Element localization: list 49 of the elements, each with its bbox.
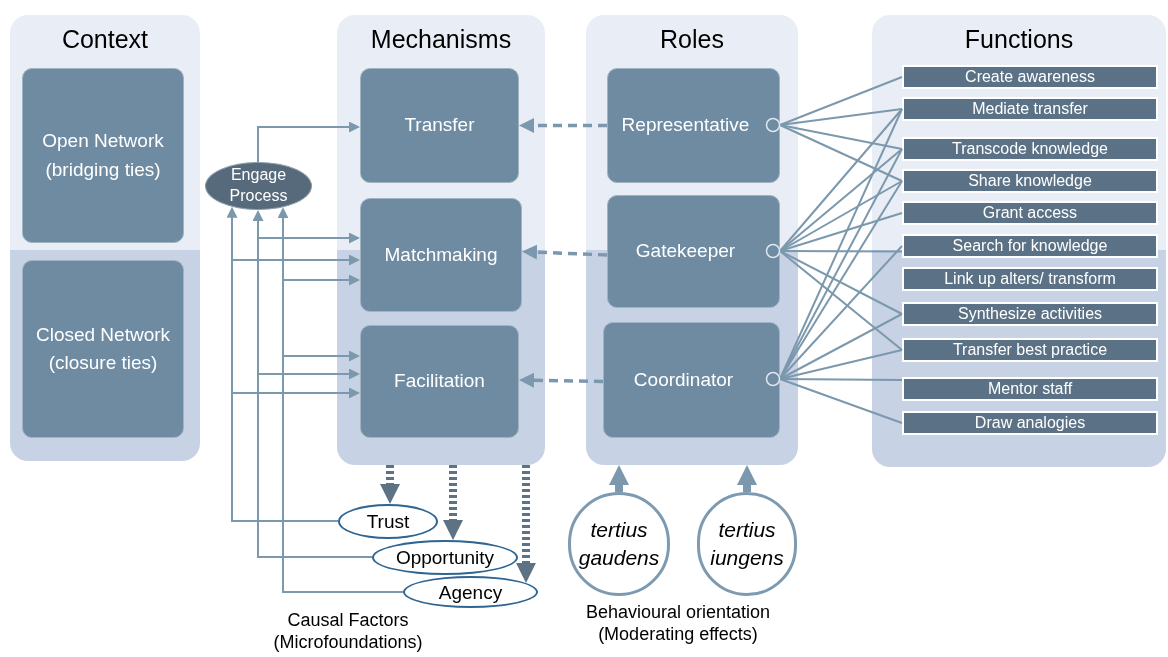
process-box: Matchmaking bbox=[360, 198, 522, 312]
process-box: Open Network (bridging ties) bbox=[22, 68, 184, 243]
connector-line bbox=[779, 378, 903, 424]
function-box: Mediate transfer bbox=[902, 97, 1158, 121]
role-box: Coordinator bbox=[603, 322, 780, 438]
function-box: Create awareness bbox=[902, 65, 1158, 89]
function-box: Mentor staff bbox=[902, 377, 1158, 401]
block-arrow bbox=[516, 465, 536, 583]
function-box: Link up alters/ transform bbox=[902, 267, 1158, 291]
dashed-arrow bbox=[519, 118, 607, 133]
connector-line bbox=[779, 124, 903, 182]
panel bbox=[872, 15, 1166, 467]
factor-ellipse: Opportunity bbox=[372, 540, 518, 575]
connector-line bbox=[779, 124, 903, 150]
panel-heading: Roles bbox=[659, 24, 725, 55]
caption-text: Behavioural orientation (Moderating effects) bbox=[584, 602, 772, 646]
role-box: Representative bbox=[607, 68, 780, 183]
block-arrow bbox=[380, 465, 400, 504]
factor-ellipse: Trust bbox=[338, 504, 438, 539]
dashed-arrow bbox=[522, 244, 608, 260]
panel bbox=[586, 15, 798, 465]
panel-heading: Mechanisms bbox=[369, 24, 513, 55]
function-box: Synthesize activities bbox=[902, 302, 1158, 326]
block-arrow bbox=[443, 465, 463, 541]
function-box: Transcode knowledge bbox=[902, 137, 1158, 161]
caption-text: Causal Factors (Microfoundations) bbox=[272, 610, 424, 654]
connector-line bbox=[779, 250, 903, 315]
process-box: Transfer bbox=[360, 68, 519, 183]
function-box: Draw analogies bbox=[902, 411, 1158, 435]
process-ellipse: Engage Process bbox=[205, 162, 312, 210]
block-arrow bbox=[737, 465, 757, 492]
process-box: Facilitation bbox=[360, 325, 519, 438]
arrow bbox=[257, 121, 360, 163]
function-box: Share knowledge bbox=[902, 169, 1158, 193]
panel-heading: Context bbox=[60, 24, 150, 55]
factor-ellipse: Agency bbox=[403, 576, 538, 608]
connector-line bbox=[779, 250, 903, 351]
function-box: Search for knowledge bbox=[902, 234, 1158, 258]
dashed-arrow bbox=[519, 372, 604, 388]
connector-line bbox=[779, 76, 903, 126]
role-box: Gatekeeper bbox=[607, 195, 780, 308]
arrow bbox=[231, 387, 360, 522]
panel bbox=[337, 15, 545, 465]
function-box: Grant access bbox=[902, 201, 1158, 225]
block-arrow bbox=[609, 465, 629, 492]
process-box: Closed Network (closure ties) bbox=[22, 260, 184, 438]
panel-heading: Functions bbox=[963, 24, 1075, 55]
panel bbox=[10, 15, 200, 461]
function-box: Transfer best practice bbox=[902, 338, 1158, 362]
